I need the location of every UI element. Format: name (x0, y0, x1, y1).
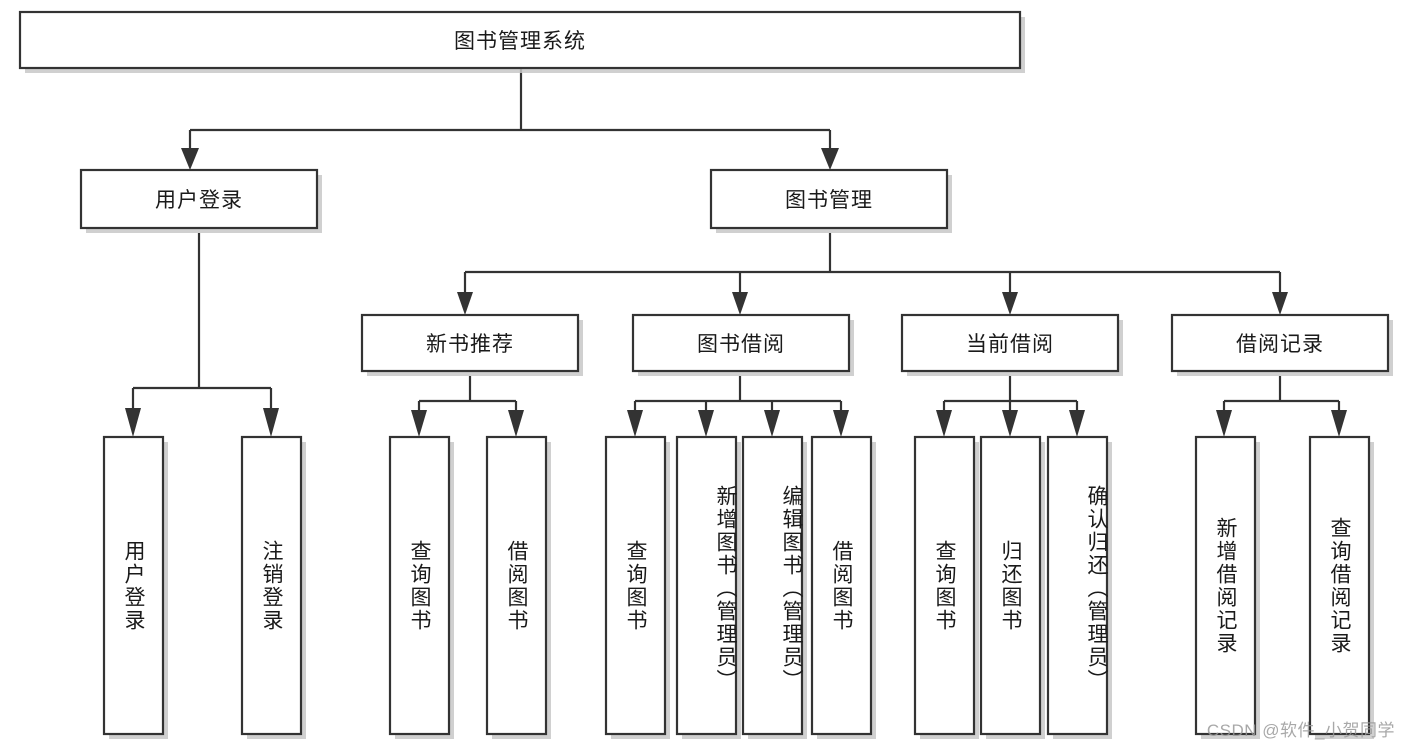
box-new-book-recommend[interactable] (360, 313, 580, 373)
box-leaf-edit-book[interactable] (741, 435, 804, 736)
box-leaf-confirm-return[interactable] (1046, 435, 1109, 736)
box-leaf-query-book-3[interactable] (913, 435, 976, 736)
arrow-head-leaf-query-book-1 (411, 410, 427, 437)
arrow-head-leaf-logout (263, 408, 279, 437)
arrow-head-leaf-user-login (125, 408, 141, 437)
box-leaf-query-book-2[interactable] (604, 435, 667, 736)
connector-group (125, 69, 1347, 437)
box-leaf-user-login[interactable] (102, 435, 165, 736)
arrow-head-leaf-query-book-2 (627, 410, 643, 437)
arrow-head-leaf-add-book (698, 410, 714, 437)
arrow-head-leaf-query-book-3 (936, 410, 952, 437)
box-leaf-query-record[interactable] (1308, 435, 1371, 736)
box-leaf-add-record[interactable] (1194, 435, 1257, 736)
arrow-head-leaf-query-record (1331, 410, 1347, 437)
node-box-group (18, 10, 1393, 739)
box-borrow-record[interactable] (1170, 313, 1390, 373)
box-leaf-return-book[interactable] (979, 435, 1042, 736)
box-leaf-add-book[interactable] (675, 435, 738, 736)
arrow-head-leaf-confirm-return (1069, 410, 1085, 437)
arrow-head-leaf-borrow-book-2 (833, 410, 849, 437)
arrow-head-leaf-return-book (1002, 410, 1018, 437)
box-leaf-borrow-book-2[interactable] (810, 435, 873, 736)
arrow-head-leaf-borrow-book-1 (508, 410, 524, 437)
arrow-head-new-book-recommend (457, 292, 473, 315)
box-current-borrow[interactable] (900, 313, 1120, 373)
box-book-borrow[interactable] (631, 313, 851, 373)
box-leaf-borrow-book-1[interactable] (485, 435, 548, 736)
arrow-head-book-manage (821, 148, 839, 170)
box-leaf-query-book-1[interactable] (388, 435, 451, 736)
box-root[interactable] (18, 10, 1022, 70)
arrow-head-book-borrow (732, 292, 748, 315)
arrow-head-current-borrow (1002, 292, 1018, 315)
arrow-head-borrow-record (1272, 292, 1288, 315)
arrow-head-leaf-add-record (1216, 410, 1232, 437)
box-user-login[interactable] (79, 168, 319, 230)
box-book-manage[interactable] (709, 168, 949, 230)
arrow-head-leaf-edit-book (764, 410, 780, 437)
box-leaf-logout[interactable] (240, 435, 303, 736)
csdn-watermark: CSDN @软件_小贺同学 (1206, 721, 1395, 740)
arrow-head-user-login (181, 148, 199, 170)
